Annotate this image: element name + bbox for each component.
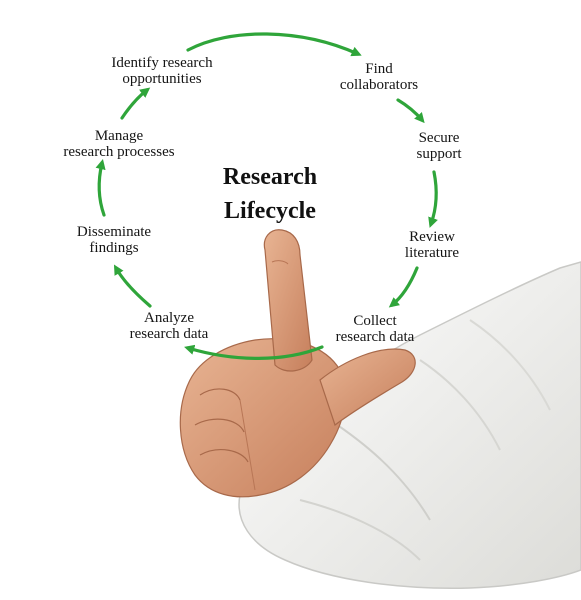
diagram-title: Research Lifecycle <box>200 160 340 228</box>
curved-arrow-icon <box>428 170 438 228</box>
step-collect-research-data: Collect research data <box>318 313 432 345</box>
step-manage-research-processes: Manage research processes <box>44 128 194 160</box>
step-line: Analyze <box>144 310 194 326</box>
step-find-collaborators: Find collaborators <box>324 61 434 93</box>
curved-arrow-icon <box>120 87 151 120</box>
curved-arrow-icon <box>113 264 152 308</box>
curved-arrow-icon <box>388 266 419 308</box>
step-line: Collect <box>353 313 397 329</box>
step-line: collaborators <box>339 77 419 93</box>
step-line: Find <box>365 61 393 77</box>
title-line: Lifecycle <box>224 198 316 224</box>
step-line: Identify research <box>111 55 213 71</box>
step-disseminate-findings: Disseminate findings <box>58 224 170 256</box>
step-review-literature: Review literature <box>389 229 475 261</box>
step-line: support <box>416 146 462 162</box>
cycle-arrows <box>95 32 438 360</box>
pointing-hand-icon <box>179 229 416 498</box>
step-identify-research-opportunities: Identify research opportunities <box>96 55 228 87</box>
step-line: Secure <box>418 130 460 146</box>
step-line: Manage <box>94 128 144 144</box>
step-line: research processes <box>63 144 175 160</box>
step-line: opportunities <box>122 71 202 87</box>
curved-arrow-icon <box>396 98 425 124</box>
title-line: Research <box>222 164 318 190</box>
step-line: Disseminate <box>76 224 152 240</box>
curved-arrow-icon <box>186 32 362 57</box>
step-analyze-research-data: Analyze research data <box>112 310 226 342</box>
step-secure-support: Secure support <box>397 130 481 162</box>
curved-arrow-icon <box>95 159 106 217</box>
step-line: Review <box>409 229 455 245</box>
step-line: research data <box>129 326 209 342</box>
step-line: literature <box>404 245 460 261</box>
step-line: research data <box>335 329 415 345</box>
step-line: findings <box>89 240 139 256</box>
curved-arrow-icon <box>184 344 324 360</box>
